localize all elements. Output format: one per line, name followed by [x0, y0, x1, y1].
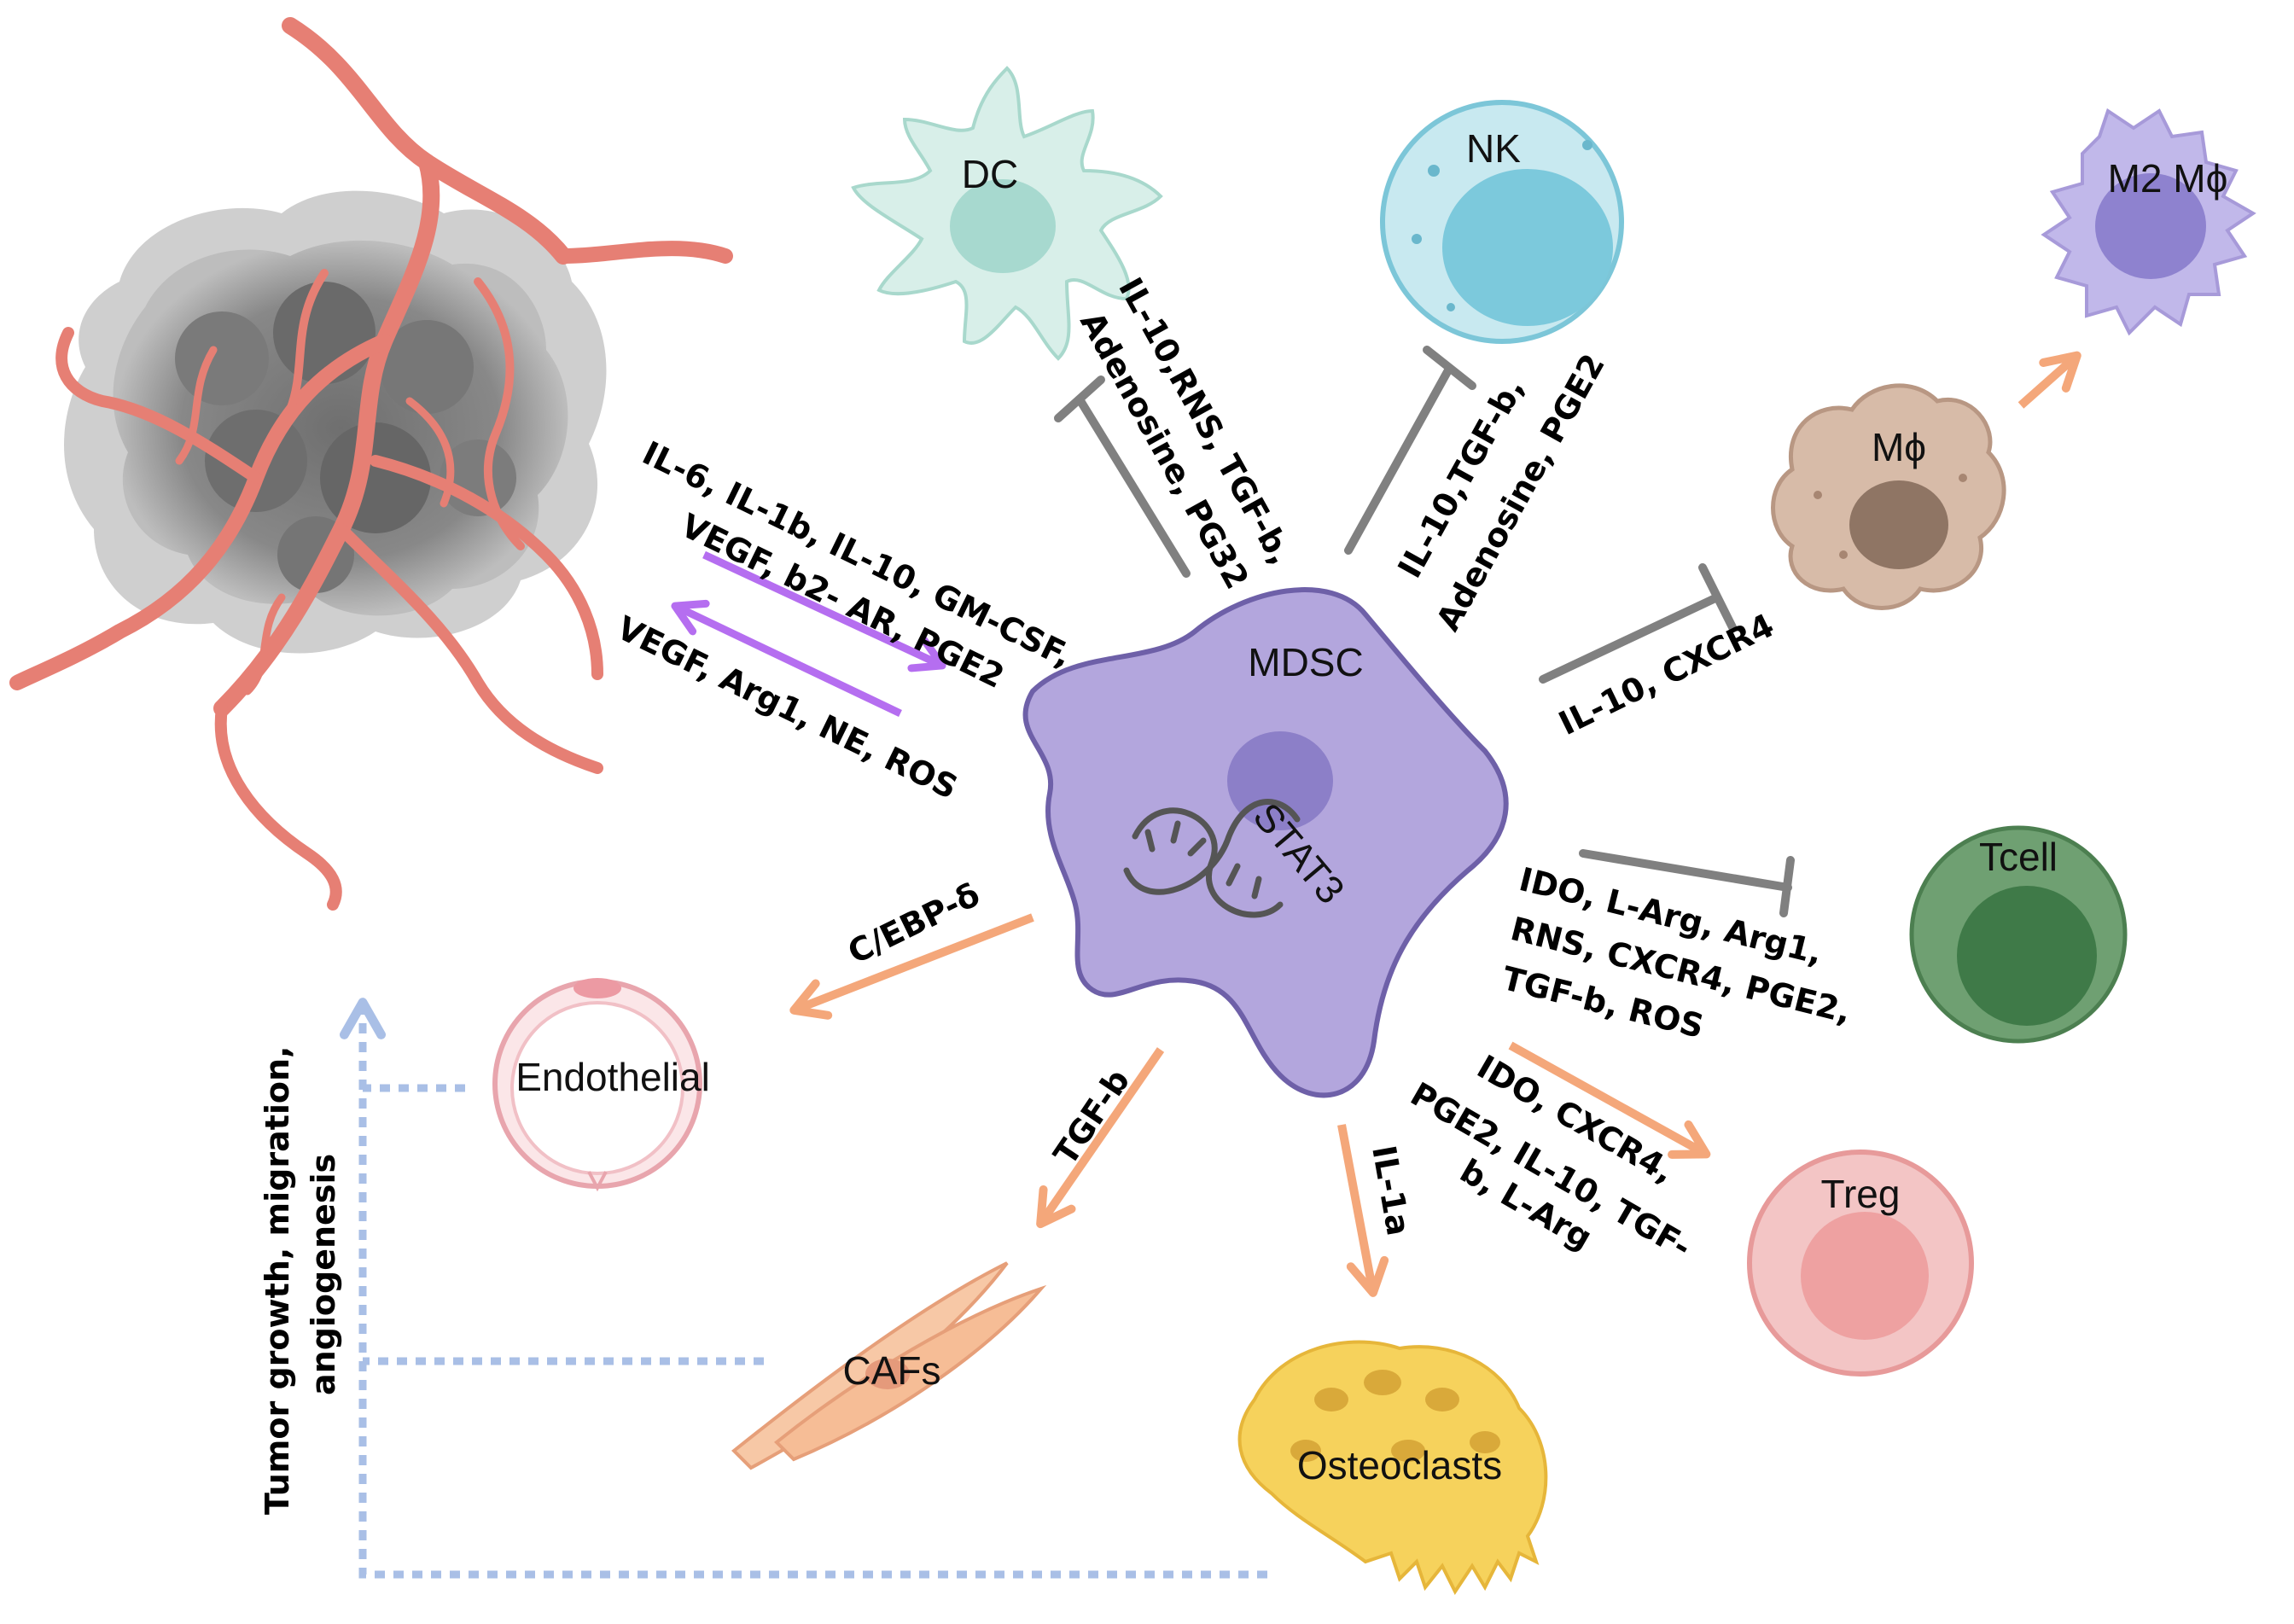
macrophage-inhibition-line: [1539, 563, 1737, 684]
cafs-cell: [731, 1261, 1047, 1470]
tcell-cell: [1909, 825, 2128, 1044]
endothelial-signal: C/EBP-δ: [842, 876, 986, 971]
tumor-signals-line1: IL-6, IL-1b, IL-10, GM-CSF,: [637, 434, 1078, 675]
osteoclasts-cell: [1237, 1340, 1548, 1595]
osteoclasts-signal: IL-1a: [1365, 1143, 1418, 1238]
macrophage-label: Mϕ: [1872, 425, 1926, 469]
outcome-line2: angiogenesis: [305, 1154, 342, 1395]
treg-label: Treg: [1821, 1172, 1901, 1216]
dc-label: DC: [962, 152, 1018, 196]
osteoclasts-label: Osteoclasts: [1297, 1443, 1502, 1487]
m2-macrophage-cell: [2041, 108, 2256, 336]
tcell-label: Tcell: [1979, 835, 2058, 879]
tumor-to-mdsc-arrow: [702, 550, 946, 672]
mdsc-label: MDSC: [1248, 640, 1363, 684]
endothelial-label: Endothelial: [515, 1055, 710, 1099]
macrophage-to-m2-arrow: [2017, 351, 2081, 409]
tumor-vessels: [9, 17, 733, 911]
feedback-dotted-path: [340, 998, 1267, 1579]
nk-cell: [1380, 100, 1624, 344]
nk-label: NK: [1466, 126, 1521, 171]
cafs-label: CAFs: [843, 1348, 941, 1393]
mdsc-to-osteoclasts-arrow: [1337, 1124, 1389, 1297]
mdsc-to-endothelial-arrow: [789, 913, 1034, 1020]
mdsc-to-treg-arrow: [1508, 1041, 1711, 1159]
tcell-inhibition-line: [1579, 849, 1795, 917]
mdsc-cell: [1022, 587, 1509, 1098]
tumor-mass: [64, 190, 607, 654]
dc-inhibition-line: [1054, 375, 1191, 578]
macrophage-signals: IL-10, CXCR4: [1553, 606, 1780, 742]
macrophage-cell: [1771, 383, 2006, 610]
m2-macrophage-label: M2 Mϕ: [2108, 156, 2228, 201]
outcome-line1: Tumor growth, migration,: [259, 1046, 296, 1516]
nk-inhibition-line: [1344, 346, 1476, 555]
mdsc-to-tumor-arrow: [671, 599, 902, 718]
dc-cell: [851, 66, 1163, 361]
mdsc-to-cafs-arrow: [1036, 1047, 1165, 1229]
dna-icon: [1123, 799, 1301, 918]
treg-cell: [1747, 1150, 1974, 1377]
endothelial-cell: [492, 978, 702, 1192]
